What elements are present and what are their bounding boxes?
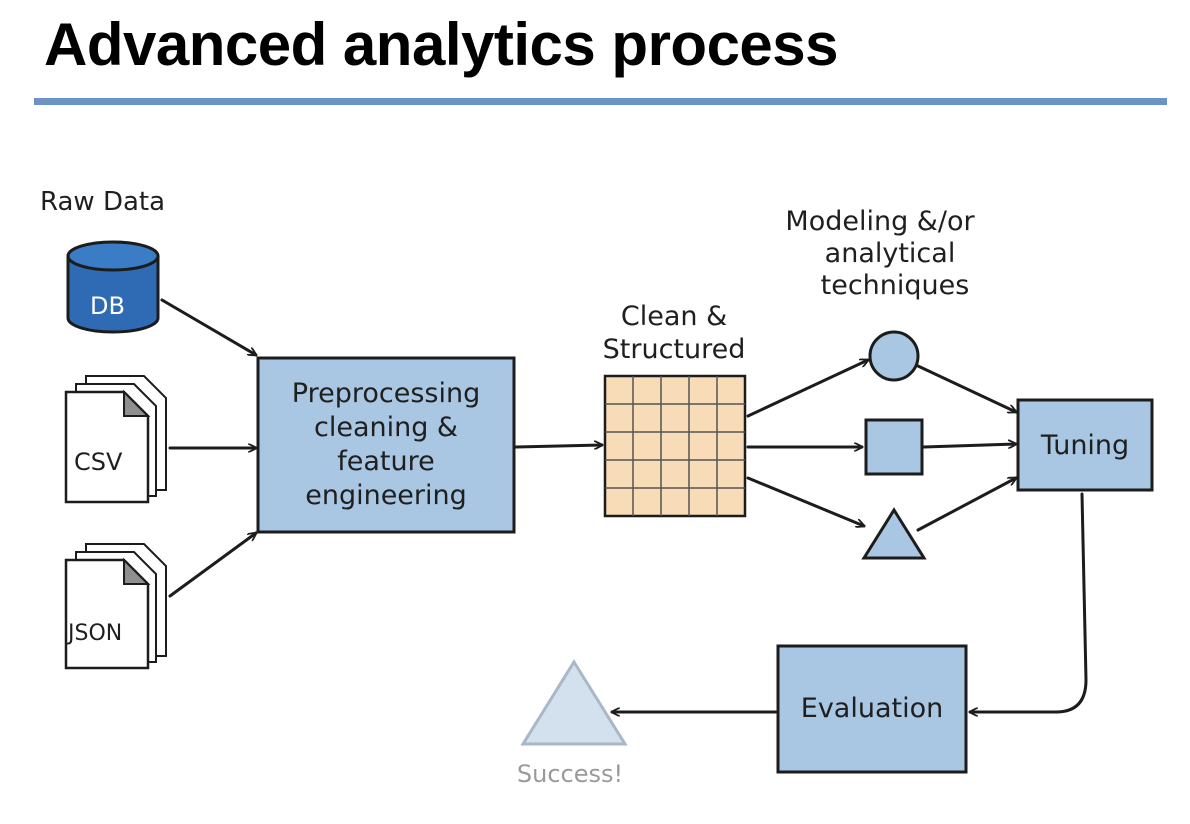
arrow-triangle-to-tuning (916, 476, 1016, 532)
arrow-db-to-preprocess (160, 298, 256, 357)
csv-label: CSV (74, 448, 123, 476)
tuning-label: Tuning (1040, 430, 1129, 461)
evaluation-label: Evaluation (801, 693, 943, 724)
clean-label-line-1: Clean & (621, 301, 727, 332)
arrow-preprocess-to-grid (514, 445, 604, 447)
json-label: JSON (66, 621, 122, 646)
preprocessing-box: Preprocessing cleaning & feature enginee… (256, 356, 516, 534)
structured-data-grid (603, 374, 747, 518)
arrow-square-to-tuning (922, 444, 1018, 447)
database-icon: DB (66, 240, 160, 334)
json-file-icon: JSON (64, 543, 167, 670)
arrow-circle-to-tuning (916, 364, 1016, 412)
csv-file-icon: CSV (64, 375, 167, 504)
tuning-box: Tuning (1016, 398, 1154, 492)
triangle-model-icon (861, 507, 927, 560)
preprocessing-line-2: cleaning & (314, 412, 458, 443)
arrow-json-to-preprocess (168, 533, 256, 598)
title-divider (34, 98, 1167, 105)
preprocessing-line-4: engineering (305, 480, 467, 511)
page-title: Advanced analytics process (44, 11, 839, 78)
modeling-label-line-1: Modeling &/or (785, 206, 975, 237)
clean-label-line-2: Structured (603, 334, 746, 365)
evaluation-box: Evaluation (776, 644, 968, 774)
circle-model-icon (868, 330, 920, 382)
raw-data-label: Raw Data (40, 187, 165, 217)
db-label: DB (90, 292, 125, 320)
modeling-label-line-2: analytical (825, 238, 956, 269)
success-triangle-icon (520, 659, 628, 746)
square-model-icon (864, 418, 924, 476)
arrow-grid-to-circle (746, 360, 868, 418)
preprocessing-line-1: Preprocessing (292, 378, 480, 409)
preprocessing-line-3: feature (337, 446, 434, 477)
success-label: Success! (517, 760, 623, 788)
arrow-grid-to-triangle (746, 476, 864, 526)
arrow-tuning-to-evaluation (968, 492, 1088, 712)
modeling-label-line-3: techniques (821, 270, 970, 301)
